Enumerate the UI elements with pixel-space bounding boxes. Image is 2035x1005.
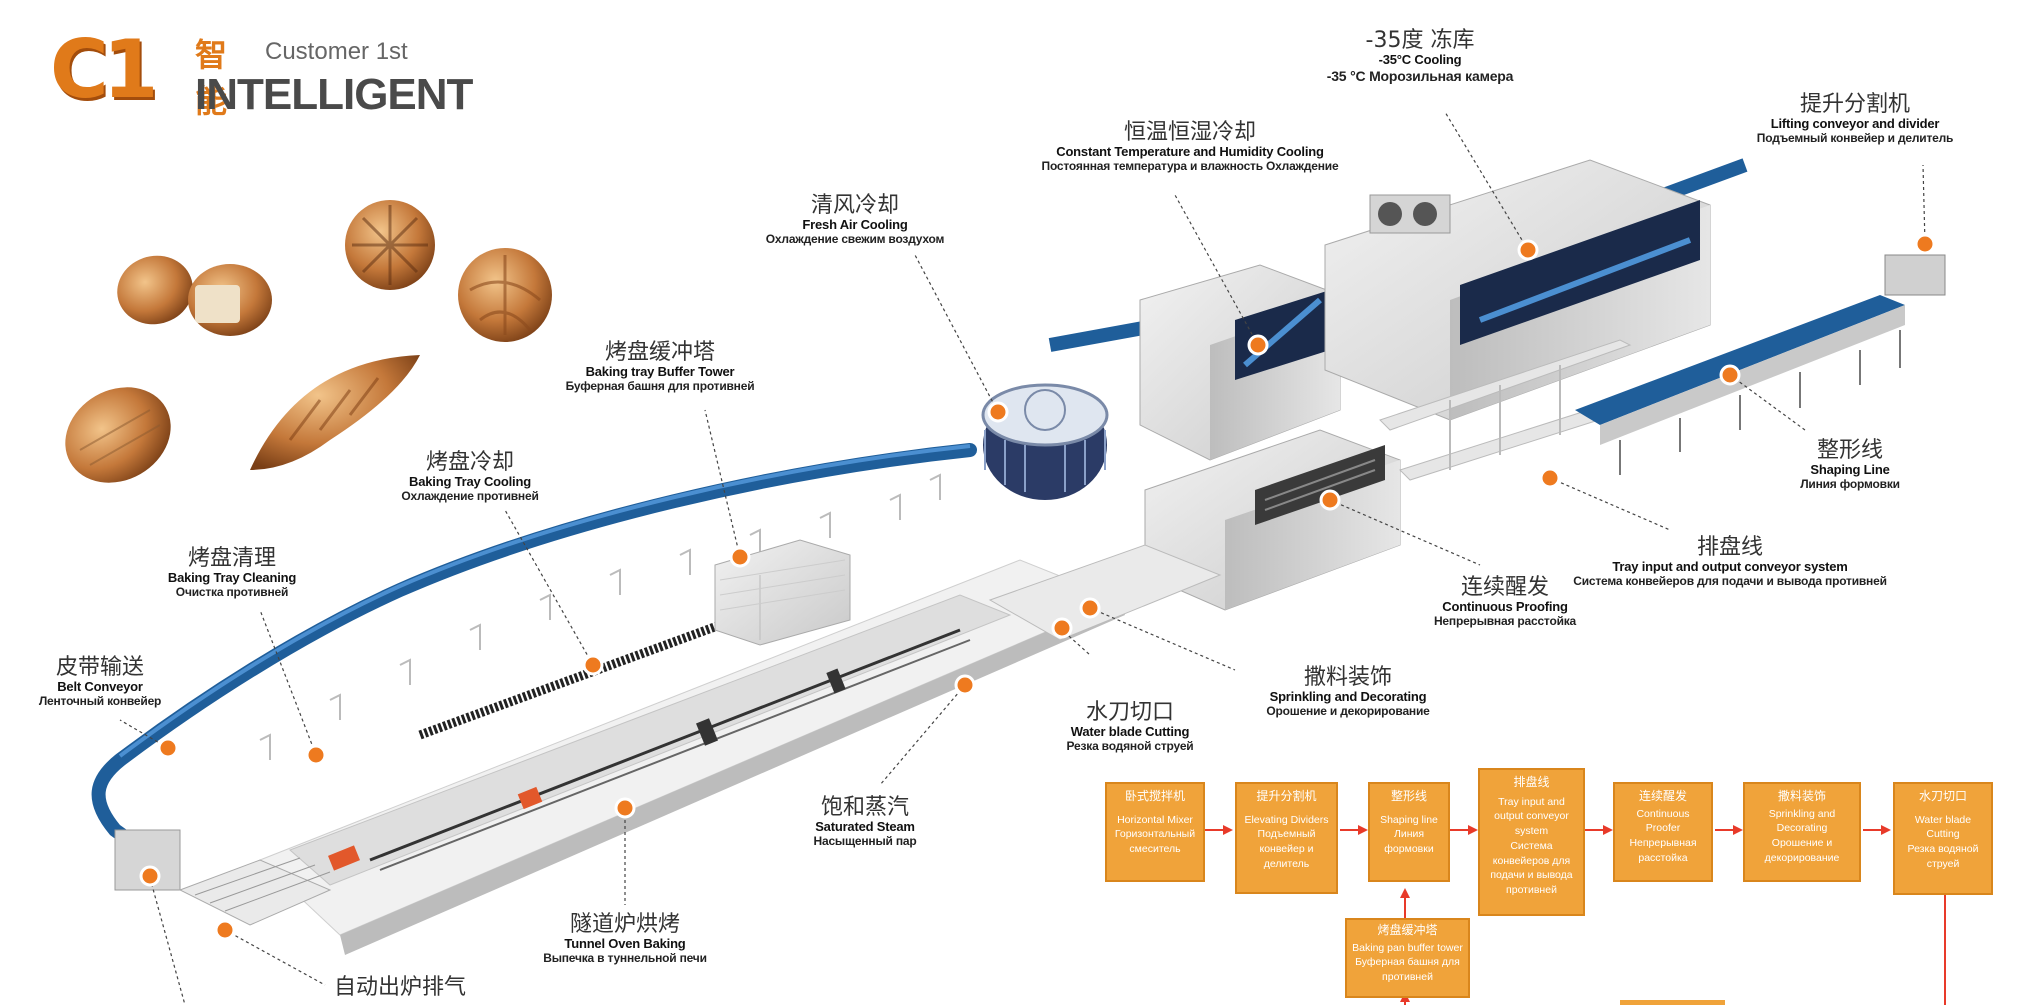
tray-conveyor-system [1379,339,1632,481]
freezer-room [1324,159,1711,421]
station-markers [139,233,1936,941]
leader-lines [119,111,1926,1005]
bread-products [65,200,552,483]
flow-arrows [1205,825,1946,1005]
label-auto-exhaust: 自动出炉排气 [333,975,467,1000]
exhaust-unit [114,829,332,926]
spiral-cooling-tower [981,383,1109,500]
buffer-tower-machine [714,539,851,646]
shaping-line-machine [1575,254,1946,475]
logo-mark: C1 [50,23,158,116]
constant-temp-cooler [1139,264,1341,461]
logo-word: INTELLIGENT [195,70,473,119]
oven-platform [259,473,1125,955]
flow-box-partial [1620,1000,1725,1005]
label-freezer: -35度 冻库-35°C Cooling-35 °C Морозильная к… [1326,28,1514,85]
proofer-machine [988,429,1401,641]
logo-tagline: Customer 1st [265,38,408,65]
logo-zh: 智能 [195,36,228,120]
